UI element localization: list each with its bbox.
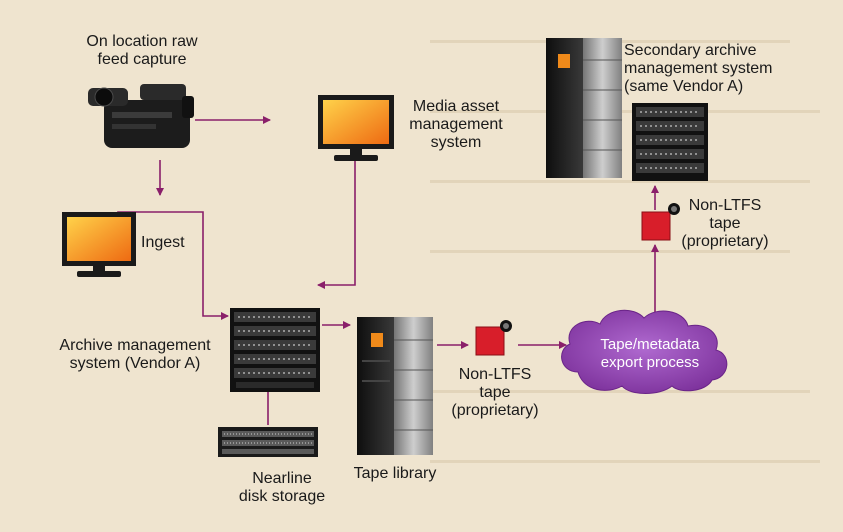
tape-library-label: Tape library	[353, 465, 437, 482]
server-rack-icon	[546, 38, 622, 178]
nearline-label: Nearline disk storage	[238, 470, 326, 505]
ingest-label: Ingest	[141, 234, 185, 251]
mam-label: Media asset management system	[409, 98, 503, 151]
cloud-label: Tape/metadata export process	[600, 336, 700, 371]
disk-array-icon	[218, 427, 318, 457]
tape-1-label: Non-LTFS tape (proprietary)	[451, 366, 539, 419]
server-rack-icon	[230, 308, 320, 392]
monitor-icon	[62, 212, 136, 277]
tape-cartridge-icon	[475, 320, 512, 356]
monitor-icon	[318, 95, 394, 161]
camera-icon	[88, 84, 194, 148]
archive-label: Archive management system (Vendor A)	[59, 337, 211, 372]
camera-label: On location raw feed capture	[86, 33, 198, 68]
tape-cartridge-icon	[641, 203, 680, 241]
secondary-label: Secondary archive management system (sam…	[624, 42, 773, 95]
arrow-mam-to-archive	[317, 160, 356, 289]
server-rack-icon	[632, 103, 708, 181]
server-rack-icon	[357, 317, 433, 455]
cloud-icon	[561, 309, 728, 394]
tape-2-label: Non-LTFS tape (proprietary)	[681, 197, 769, 250]
